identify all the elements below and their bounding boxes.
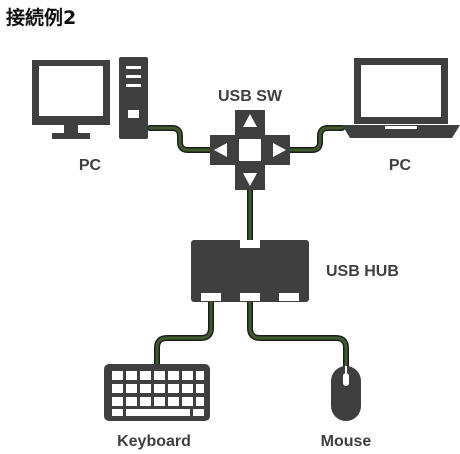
cable-hub-to-mouse	[247, 299, 349, 371]
usb-switch-icon	[210, 110, 290, 190]
usb-hub-label: USB HUB	[326, 263, 399, 280]
hub-port-1	[201, 293, 221, 301]
usb-hub-icon	[191, 240, 309, 302]
desktop-pc-icon	[32, 57, 148, 139]
mouse-label: Mouse	[321, 433, 372, 450]
keyboard-icon	[104, 364, 210, 421]
pc-right-label: PC	[389, 157, 412, 174]
pc-left-label: PC	[79, 157, 102, 174]
usb-switch-label: USB SW	[218, 88, 283, 105]
mouse-icon	[331, 366, 361, 421]
hub-port-3	[279, 293, 299, 301]
keyboard-label: Keyboard	[117, 433, 191, 450]
laptop-icon	[342, 58, 460, 138]
hub-upstream-port	[240, 240, 260, 248]
diagram-title: 接続例2	[6, 6, 76, 29]
hub-port-2	[240, 293, 260, 301]
cable-hub-to-keyboard	[154, 299, 214, 367]
cable-right-pc-to-switch	[285, 125, 345, 153]
cables	[147, 125, 349, 371]
